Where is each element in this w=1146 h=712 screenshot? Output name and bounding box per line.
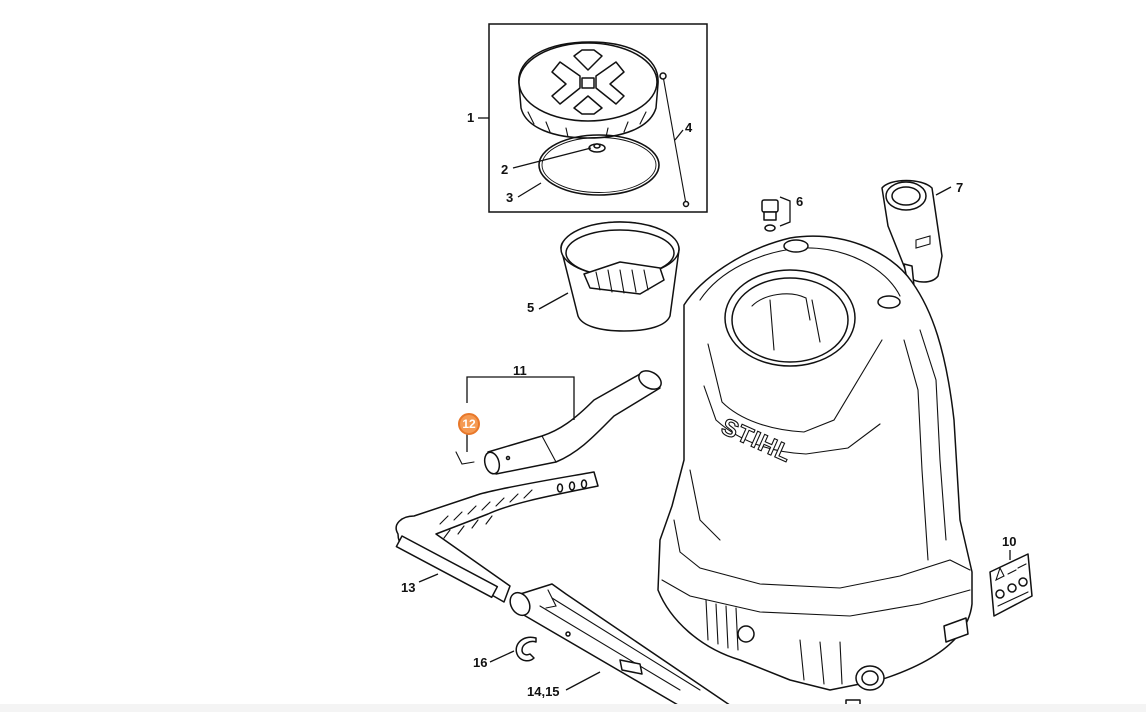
fitting-part-6[interactable] <box>761 199 779 232</box>
clip-part-16[interactable] <box>515 636 537 662</box>
o-ring-part-3[interactable] <box>538 134 660 196</box>
callout-11[interactable]: 11 <box>513 363 527 378</box>
tank-body[interactable] <box>657 235 973 712</box>
lid-part-1[interactable] <box>518 41 659 139</box>
callout-13[interactable]: 13 <box>401 580 416 595</box>
strainer-basket-part-5[interactable] <box>560 221 680 332</box>
callout-1[interactable]: 1 <box>467 110 475 125</box>
strap-part-13[interactable] <box>395 471 599 603</box>
callout-12-highlighted[interactable]: 12 <box>458 413 480 435</box>
callout-2[interactable]: 2 <box>501 162 509 177</box>
callout-7[interactable]: 7 <box>956 180 964 195</box>
callout-4[interactable]: 4 <box>685 120 693 135</box>
hose-part-11[interactable] <box>482 367 664 475</box>
pin-part-12[interactable] <box>455 451 475 465</box>
callout-14-15[interactable]: 14,15 <box>527 684 560 699</box>
callout-5[interactable]: 5 <box>527 300 535 315</box>
callout-16[interactable]: 16 <box>473 655 488 670</box>
valve-part-2[interactable] <box>588 143 606 153</box>
rod-part-4[interactable] <box>659 72 690 208</box>
callout-10[interactable]: 10 <box>1002 534 1017 549</box>
holder-part-7[interactable] <box>881 179 943 287</box>
callout-6[interactable]: 6 <box>796 194 804 209</box>
tube-part-14-15[interactable] <box>506 583 741 712</box>
bottom-scroll-fade <box>0 704 1146 712</box>
callout-3[interactable]: 3 <box>506 190 514 205</box>
warning-decal-part-10[interactable] <box>989 553 1033 617</box>
